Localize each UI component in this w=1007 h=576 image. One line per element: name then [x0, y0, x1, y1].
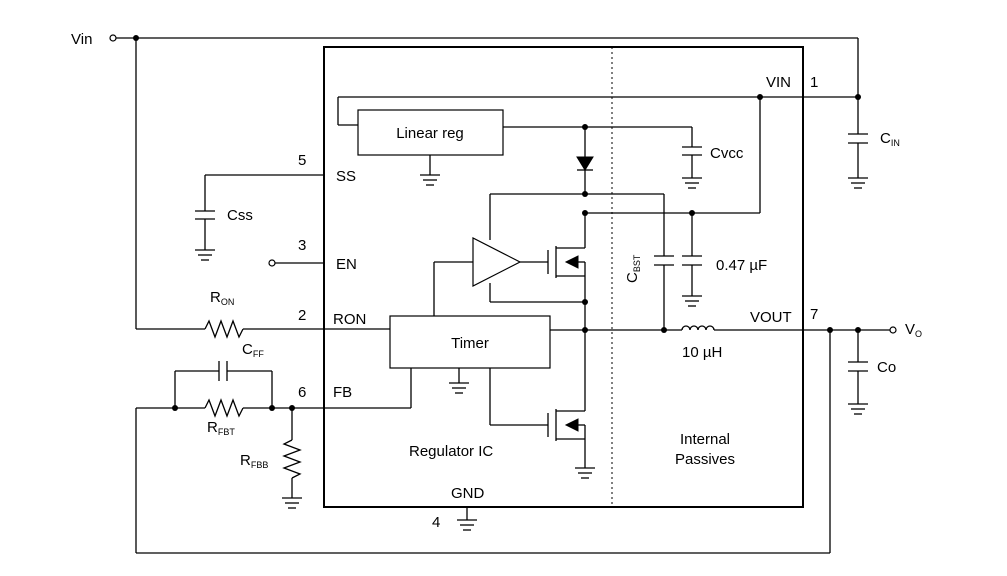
rfbb-label: RFBB — [240, 452, 268, 470]
pin-ron-number: 2 — [298, 307, 306, 324]
pin-en-number: 3 — [298, 237, 306, 254]
pin-fb-number: 6 — [298, 384, 306, 401]
cvcc-capacitor: Cvcc — [682, 127, 744, 189]
driver-amplifier — [433, 237, 588, 316]
low-side-mosfet — [547, 406, 595, 479]
cbst-capacitor: CBST — [624, 194, 674, 330]
pin-ron-label: RON — [333, 311, 366, 328]
cin-capacitor: CIN — [848, 97, 900, 189]
ss-net: 5 SS Css — [195, 152, 356, 261]
internal-passives-label-1: Internal — [680, 431, 730, 448]
pin-gnd-number: 4 — [432, 514, 440, 531]
pin-fb-label: FB — [333, 384, 352, 401]
co-capacitor: Co — [848, 330, 896, 415]
pin-ss-number: 5 — [298, 152, 306, 169]
ron-label: RON — [210, 289, 234, 307]
high-side-mosfet — [547, 210, 588, 406]
cvcc-label: Cvcc — [710, 145, 744, 162]
cap-047uf: 0.47 µF — [682, 213, 767, 307]
vin-pin-net: VIN 1 — [337, 74, 861, 216]
fb-net: CFF RFBT 6 FB RFBB — [136, 341, 411, 509]
ic-boundary — [323, 46, 804, 508]
cbst-label: CBST — [624, 254, 642, 283]
co-label: Co — [877, 359, 896, 376]
vo-label: VO — [905, 321, 922, 339]
pin-vin-label: VIN — [766, 74, 791, 91]
timer-block: Timer — [389, 315, 551, 426]
cff-label: CFF — [242, 341, 264, 359]
linear-reg-block: Linear reg — [357, 109, 692, 186]
internal-passives-label-2: Passives — [675, 451, 735, 468]
pin-ss-label: SS — [336, 168, 356, 185]
cap-047-label: 0.47 µF — [716, 257, 767, 274]
rfbt-label: RFBT — [207, 419, 235, 437]
en-net: 3 EN — [268, 237, 357, 273]
switch-node — [550, 327, 682, 333]
gnd-pin: GND 4 — [432, 485, 485, 531]
pin-vin-number: 1 — [810, 74, 818, 91]
cin-label: CIN — [880, 130, 900, 148]
pin-vout-label: VOUT — [750, 309, 792, 326]
linear-reg-label: Linear reg — [396, 125, 464, 142]
ron-resistor: RON 2 RON — [204, 289, 390, 339]
css-label: Css — [227, 207, 253, 224]
regulator-ic-label: Regulator IC — [409, 443, 493, 460]
pin-gnd-label: GND — [451, 485, 485, 502]
vin-label: Vin — [71, 31, 92, 48]
bootstrap-diode — [489, 127, 664, 240]
pin-en-label: EN — [336, 256, 357, 273]
timer-label: Timer — [451, 335, 489, 352]
pin-vout-number: 7 — [810, 306, 818, 323]
vin-input-net: Vin — [71, 31, 859, 330]
inductor-label: 10 µH — [682, 344, 722, 361]
vout-net: VOUT 7 VO — [135, 306, 922, 554]
